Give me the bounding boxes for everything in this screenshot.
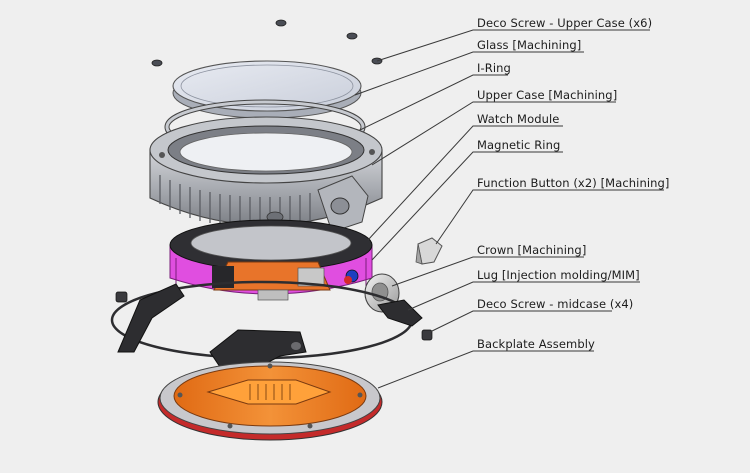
- leader-lines: [354, 29, 664, 389]
- deco-screw: [275, 19, 287, 27]
- label-crown: Crown [Machining]: [477, 243, 587, 257]
- function-button-part: [415, 237, 443, 265]
- leader-glass: [354, 51, 584, 96]
- leader-deco-screw-upper: [376, 29, 650, 62]
- upper-case-part: [149, 116, 383, 249]
- label-backplate-assembly: Backplate Assembly: [477, 337, 595, 351]
- label-watch-module: Watch Module: [477, 112, 560, 126]
- leader-watch-module: [367, 125, 563, 241]
- deco-screw: [421, 329, 433, 341]
- deco-screw: [346, 32, 358, 40]
- deco-screw: [115, 291, 128, 303]
- leader-crown: [391, 256, 584, 287]
- leader-lug: [407, 281, 640, 311]
- deco-screws-midcase: [115, 291, 433, 341]
- label-lug: Lug [Injection molding/MIM]: [477, 268, 640, 282]
- label-deco-screw-midcase: Deco Screw - midcase (x4): [477, 297, 634, 311]
- leader-upper-case: [371, 101, 616, 166]
- leader-i-ring: [359, 74, 508, 131]
- label-upper-case: Upper Case [Machining]: [477, 88, 618, 102]
- label-function-button: Function Button (x2) [Machining]: [477, 176, 670, 190]
- label-magnetic-ring: Magnetic Ring: [477, 138, 561, 152]
- leader-backplate: [377, 350, 594, 389]
- watch-module-part: [169, 219, 373, 301]
- label-glass: Glass [Machining]: [477, 38, 582, 52]
- label-i-ring: I-Ring: [477, 61, 511, 75]
- deco-screw: [151, 59, 163, 67]
- leader-deco-screw-midcase: [429, 310, 612, 333]
- leader-function-button: [435, 189, 664, 245]
- backplate-assembly-part: [157, 361, 383, 441]
- label-deco-screw-upper-case: Deco Screw - Upper Case (x6): [477, 16, 653, 30]
- leader-magnetic-ring: [371, 151, 563, 261]
